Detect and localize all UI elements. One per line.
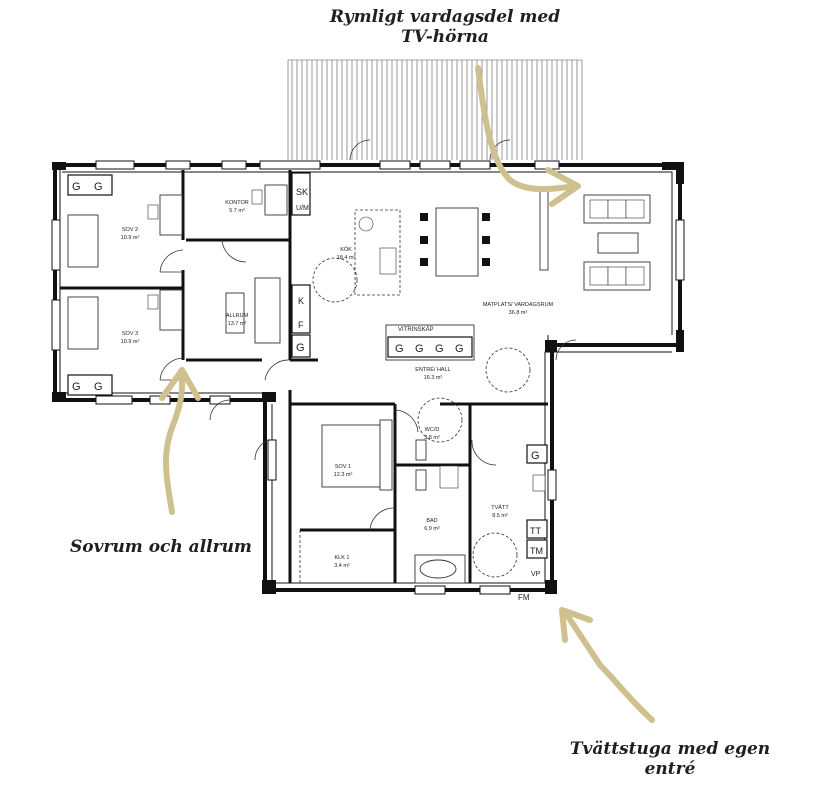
fixture-g: G <box>455 343 464 355</box>
room-kontor-area: 5.7 m² <box>229 208 245 214</box>
arrow-living-head <box>545 167 581 207</box>
vitrinskap-label: VITRINSKÅP <box>398 326 434 333</box>
callout-laundry: Tvättstuga med egen entré <box>569 739 771 779</box>
room-matplats-name: MATPLATS/ VARDAGSRUM <box>483 302 554 308</box>
room-matplats-area: 36.8 m² <box>509 310 528 316</box>
room-sov2-name: SOV 2 <box>122 227 138 233</box>
room-klk-area: 3.4 m² <box>334 563 350 569</box>
room-tvatt-area: 8.5 m² <box>492 513 508 519</box>
room-klk-name: KLK 1 <box>335 555 350 561</box>
room-sov1-area: 12.3 m² <box>334 472 353 478</box>
fixture-g: G <box>435 343 444 355</box>
fixture-g: G <box>94 381 103 393</box>
room-sov2-area: 10.9 m² <box>121 235 140 241</box>
room-sov3-area: 10.9 m² <box>121 339 140 345</box>
room-allrum-name: ALLRUM <box>226 313 249 319</box>
fixture-sk: SK <box>296 187 308 197</box>
room-allrum-area: 13.7 m² <box>228 321 247 327</box>
fixture-um: U/M <box>296 205 309 212</box>
fixture-g: G <box>395 343 404 355</box>
fixture-fm: FM <box>518 593 530 602</box>
fixture-g: G <box>94 181 103 193</box>
room-tvatt-name: TVÄTT <box>491 504 509 511</box>
arrow-bedrooms-head <box>159 367 201 401</box>
arrow-laundry-head <box>559 607 593 643</box>
fixture-g: G <box>415 343 424 355</box>
room-sov1-name: SOV 1 <box>335 464 351 470</box>
room-kontor-name: KONTOR <box>225 200 248 206</box>
fixture-g: G <box>531 450 540 462</box>
fixture-g: G <box>72 181 81 193</box>
arrow-bedrooms <box>163 369 186 515</box>
callout-living: Rymligt vardagsdel med TV-hörna <box>329 7 561 47</box>
arrow-laundry <box>562 609 655 723</box>
room-bad-area: 6.9 m² <box>424 526 440 532</box>
arrow-living <box>475 65 578 193</box>
room-sov3-name: SOV 3 <box>122 331 138 337</box>
terrace-deck <box>287 59 583 160</box>
fixture-tt: TT <box>530 526 541 536</box>
room-bad-name: BAD <box>426 518 437 524</box>
room-entre-area: 16.3 m² <box>424 375 443 381</box>
room-kok-name: KÖK <box>340 246 352 253</box>
fixture-tm: TM <box>530 546 543 556</box>
fixture-k: K <box>298 296 304 306</box>
fixture-g: G <box>72 381 81 393</box>
room-kok-area: 18.4 m² <box>337 255 356 261</box>
room-entre-name: ENTRÉ/ HALL <box>415 366 450 373</box>
fixture-vp: VP <box>531 571 541 578</box>
fixture-g: G <box>296 342 305 354</box>
callout-bedrooms: Sovrum och allrum <box>70 537 252 557</box>
room-wc-area: 3.8 m² <box>424 435 440 441</box>
fixture-f: F <box>298 320 304 330</box>
room-wc-name: WC/D <box>425 427 440 433</box>
